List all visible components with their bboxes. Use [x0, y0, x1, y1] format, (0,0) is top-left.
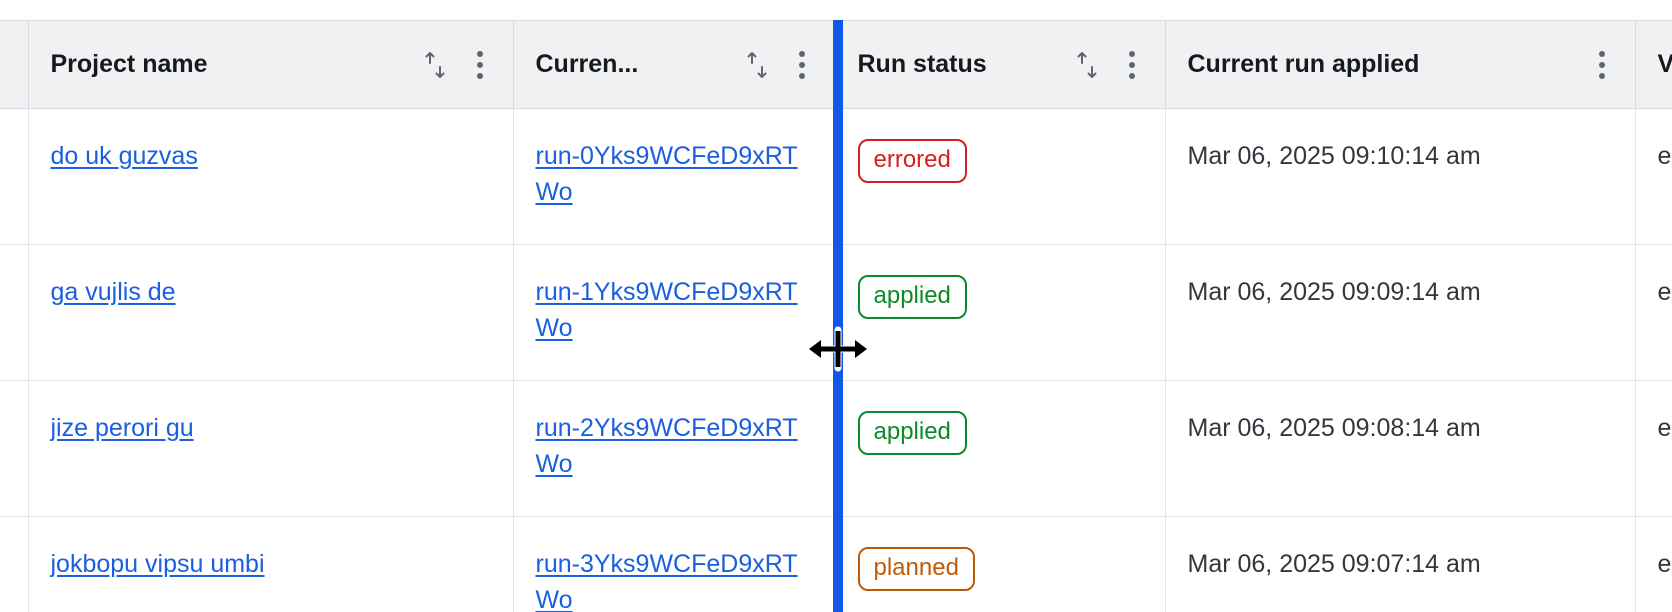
column-header-project-name[interactable]: Project name [28, 20, 514, 109]
table-header-row: Project name [0, 20, 1672, 109]
cell-next-partial: e [1635, 108, 1672, 245]
row-gutter [0, 380, 29, 517]
column-header-gutter [0, 20, 29, 109]
column-header-current-run[interactable]: Curren... [513, 20, 836, 109]
column-header-current-run-applied[interactable]: Current run applied [1165, 20, 1636, 109]
cell-run-status: applied [835, 244, 1166, 381]
status-badge: applied [857, 411, 967, 455]
current-run-link[interactable]: run-2Yks9WCFeD9xRTWo [535, 414, 798, 478]
cell-project-name: jokbopu vipsu umbi [28, 516, 514, 612]
status-badge: planned [857, 547, 975, 591]
cell-project-name: do uk guzvas [28, 108, 514, 245]
table-header: Project name [0, 20, 1672, 109]
cell-next-partial: e [1635, 516, 1672, 612]
cell-current-run: run-1Yks9WCFeD9xRTWo [513, 244, 836, 381]
column-header-current-run-label: Curren... [535, 50, 639, 78]
cell-current-run: run-2Yks9WCFeD9xRTWo [513, 380, 836, 517]
current-run-link[interactable]: run-3Yks9WCFeD9xRTWo [535, 550, 798, 612]
table-row: do uk guzvas run-0Yks9WCFeD9xRTWo errore… [0, 108, 1672, 245]
cell-current-run-applied: Mar 06, 2025 09:07:14 am [1165, 516, 1636, 612]
project-name-link[interactable]: ga vujlis de [50, 278, 176, 306]
project-name-link[interactable]: jokbopu vipsu umbi [50, 550, 265, 578]
column-options-kebab-icon[interactable] [469, 50, 491, 80]
cell-run-status: planned [835, 516, 1166, 612]
column-header-next-partial-label: V [1658, 50, 1672, 79]
current-run-link[interactable]: run-1Yks9WCFeD9xRTWo [535, 278, 798, 342]
table-top-spacer [0, 0, 1672, 20]
status-badge: errored [857, 139, 967, 183]
column-resize-guide[interactable] [833, 20, 843, 612]
table-row: jokbopu vipsu umbi run-3Yks9WCFeD9xRTWo … [0, 516, 1672, 612]
cell-project-name: jize perori gu [28, 380, 514, 517]
row-gutter [0, 244, 29, 381]
cell-current-run: run-3Yks9WCFeD9xRTWo [513, 516, 836, 612]
row-gutter [0, 516, 29, 612]
current-run-link[interactable]: run-0Yks9WCFeD9xRTWo [535, 142, 798, 206]
table-row: jize perori gu run-2Yks9WCFeD9xRTWo appl… [0, 380, 1672, 517]
column-header-run-status[interactable]: Run status [835, 20, 1166, 109]
sort-icon[interactable] [1075, 50, 1099, 80]
column-options-kebab-icon[interactable] [791, 50, 813, 80]
cell-next-partial: e [1635, 244, 1672, 381]
column-header-next-partial[interactable]: V [1635, 20, 1672, 109]
column-header-project-name-label: Project name [50, 50, 208, 78]
cell-run-status: errored [835, 108, 1166, 245]
cell-current-run-applied: Mar 06, 2025 09:08:14 am [1165, 380, 1636, 517]
cell-current-run-applied: Mar 06, 2025 09:09:14 am [1165, 244, 1636, 381]
sort-icon[interactable] [423, 50, 447, 80]
row-gutter [0, 108, 29, 245]
column-header-current-run-applied-label: Current run applied [1187, 50, 1420, 78]
project-name-link[interactable]: jize perori gu [50, 414, 194, 442]
cell-run-status: applied [835, 380, 1166, 517]
cell-current-run: run-0Yks9WCFeD9xRTWo [513, 108, 836, 245]
status-badge: applied [857, 275, 967, 319]
cell-project-name: ga vujlis de [28, 244, 514, 381]
cell-current-run-applied: Mar 06, 2025 09:10:14 am [1165, 108, 1636, 245]
project-name-link[interactable]: do uk guzvas [50, 142, 198, 170]
column-header-run-status-label: Run status [857, 50, 987, 78]
sort-icon[interactable] [745, 50, 769, 80]
column-options-kebab-icon[interactable] [1121, 50, 1143, 80]
cell-next-partial: e [1635, 380, 1672, 517]
column-options-kebab-icon[interactable] [1591, 50, 1613, 80]
projects-table: Project name [0, 20, 1672, 612]
